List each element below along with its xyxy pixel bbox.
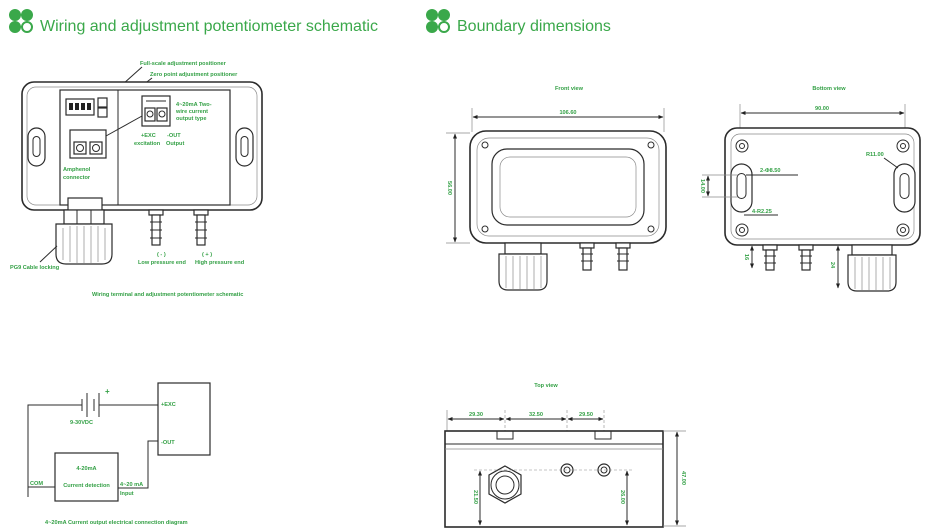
mounting-slot-left: [27, 127, 46, 167]
front-view-label: Front view: [555, 86, 584, 92]
out-terminal-desc: Output: [166, 141, 184, 147]
battery-symbol: [78, 393, 100, 417]
top-offset-2-value: 32.50: [529, 412, 543, 418]
connection-circuit: + 9-30VDC +EXC -OUT 4-20mA Current detec…: [27, 382, 211, 526]
pg9-label: PG9 Cable locking: [10, 265, 60, 271]
gland-height-value: 21.50: [472, 490, 478, 504]
clover-icon: [9, 9, 33, 33]
dip-switch: [65, 98, 95, 116]
bottom-nozzle-low: [762, 244, 778, 271]
bottom-width-value: 90.00: [815, 106, 829, 112]
front-width-value: 106.60: [559, 110, 576, 116]
output-type-line1: 4~20mA Two-: [176, 102, 212, 108]
bottom-slot-left: [730, 163, 753, 213]
front-view: Front view 106.60 56.00: [446, 86, 667, 291]
amphenol-connector: [69, 129, 107, 159]
low-pressure-label: Low pressure end: [138, 260, 186, 266]
output-wire: [118, 440, 158, 489]
low-pressure-nozzle: [148, 209, 164, 246]
top-view-label: Top view: [534, 383, 558, 389]
section-title-dimensions: Boundary dimensions: [457, 18, 611, 35]
top-depth-value: 47.00: [680, 471, 686, 485]
mounting-slot-right: [235, 127, 254, 167]
output-terminal-block: [141, 95, 171, 127]
top-view: Top view 29.30 32.50 29.50: [444, 383, 686, 528]
top-offset-3-value: 29.50: [579, 412, 593, 418]
bottom-view-label: Bottom view: [812, 86, 846, 92]
input-range-label: 4~20 mA: [120, 482, 143, 488]
exc-pin-label: +EXC: [161, 402, 176, 408]
com-label: COM: [30, 481, 43, 487]
full-scale-label: Full-scale adjustment positioner: [140, 61, 227, 67]
nozzle-height-value: 26.00: [619, 490, 625, 504]
wiring-caption: Wiring terminal and adjustment potentiom…: [92, 292, 243, 298]
right-header: Boundary dimensions: [426, 9, 611, 35]
high-pressure-label: High pressure end: [195, 260, 245, 266]
exc-terminal-desc: excitation: [134, 141, 161, 147]
pg9-leader: [39, 245, 58, 263]
high-pressure-sign: ( + ): [202, 252, 212, 258]
top-offset-1-value: 29.30: [469, 412, 483, 418]
wiring-schematic: Full-scale adjustment positioner Zero po…: [10, 61, 263, 298]
zero-point-label: Zero point adjustment positioner: [150, 72, 238, 78]
connector-leader: [105, 115, 143, 137]
low-pressure-sign: ( - ): [157, 252, 166, 258]
nozzle-length-value: 16: [743, 254, 749, 260]
high-pressure-nozzle: [193, 209, 209, 246]
hole-span-value: 14.00: [699, 179, 705, 193]
amphenol-label-line1: Amphenol: [63, 167, 91, 173]
transmitter-block: [157, 382, 211, 456]
out-pin-label: -OUT: [161, 440, 175, 446]
top-housing: [444, 430, 664, 528]
detector-label: Current detection: [63, 483, 110, 489]
bottom-view: Bottom view 90.00 R11.00 2-Φ8.50 14.00: [699, 86, 921, 292]
front-housing: [469, 130, 667, 244]
output-type-line3: output type: [176, 116, 206, 122]
bottom-cable-gland: [847, 244, 897, 292]
top-cable-gland: [488, 465, 522, 504]
gland-length-value: 24: [829, 262, 835, 269]
hole-diameter-value: 2-Φ8.50: [760, 168, 780, 174]
current-detection-block: [54, 452, 119, 502]
com-wire: [27, 404, 78, 488]
adjustment-potentiometers: [97, 97, 108, 118]
slot-radius-value: R11.00: [866, 152, 884, 158]
bottom-nozzle-high: [798, 244, 814, 271]
section-title-wiring: Wiring and adjustment potentiometer sche…: [40, 18, 378, 35]
out-terminal-label: -OUT: [167, 133, 181, 139]
plus-sign: +: [105, 387, 110, 396]
amphenol-label-line2: connector: [63, 175, 91, 181]
front-cable-gland: [498, 242, 548, 291]
exc-terminal-label: +EXC: [141, 133, 156, 139]
front-height-value: 56.00: [446, 181, 452, 195]
circuit-caption: 4~20mA Current output electrical connect…: [45, 520, 188, 526]
bottom-housing: [724, 127, 921, 246]
bottom-slot-right: [893, 163, 916, 213]
supply-voltage-label: 9-30VDC: [70, 420, 93, 426]
input-label: Input: [120, 491, 134, 497]
cable-gland: [55, 197, 113, 265]
front-nozzle-low: [579, 242, 595, 271]
output-type-line2: wire current: [175, 109, 208, 115]
corner-radius-value: 4-R2.25: [752, 209, 772, 215]
front-nozzle-high: [615, 242, 631, 271]
detector-range-label: 4-20mA: [76, 466, 96, 472]
slot-radius-leader: [883, 157, 899, 169]
clover-icon: [426, 9, 450, 33]
left-header: Wiring and adjustment potentiometer sche…: [9, 9, 378, 35]
